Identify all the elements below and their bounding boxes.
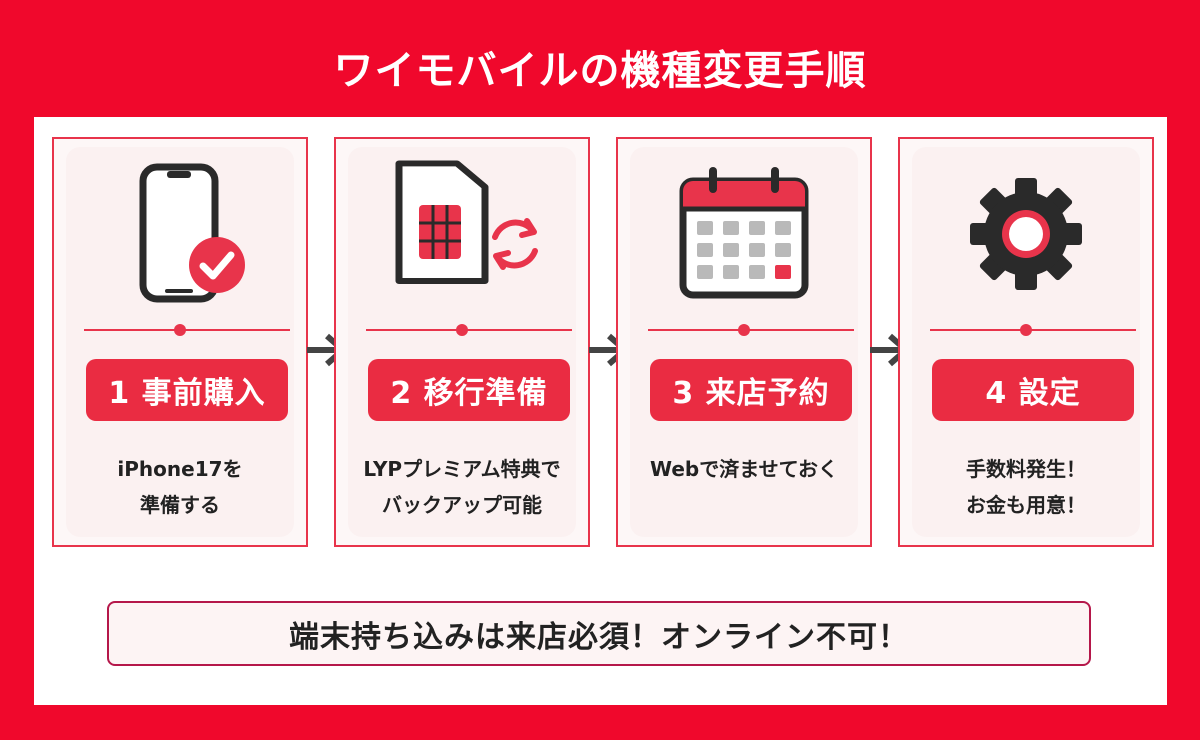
- step-desc-4: 手数料発生！ お金も用意！: [900, 451, 1152, 523]
- step-dot: [174, 324, 186, 336]
- step-desc-line: 手数料発生！: [966, 457, 1086, 481]
- phone-check-icon: [54, 159, 306, 309]
- step-label-2: 2 移行準備: [368, 359, 570, 421]
- step-card-3: 3 来店予約 Webで済ませておく: [616, 137, 872, 547]
- step-card-1: 1 事前購入 iPhone17を 準備する: [52, 137, 308, 547]
- step-desc-line: Webで済ませておく: [649, 457, 839, 481]
- step-label-1: 1 事前購入: [86, 359, 288, 421]
- notice-banner: 端末持ち込みは来店必須！オンライン不可！: [107, 601, 1091, 666]
- step-divider: [366, 329, 572, 331]
- step-divider: [84, 329, 290, 331]
- step-desc-line: iPhone17を: [117, 457, 243, 481]
- step-desc-line: LYPプレミアム特典で: [363, 457, 561, 481]
- step-desc-line: バックアップ可能: [382, 493, 542, 517]
- step-dot: [738, 324, 750, 336]
- step-label-4: 4 設定: [932, 359, 1134, 421]
- step-desc-line: お金も用意！: [966, 493, 1086, 517]
- step-desc-line: 準備する: [140, 493, 220, 517]
- step-card-2: 2 移行準備 LYPプレミアム特典で バックアップ可能: [334, 137, 590, 547]
- step-card-4: 4 設定 手数料発生！ お金も用意！: [898, 137, 1154, 547]
- step-desc-1: iPhone17を 準備する: [54, 451, 306, 523]
- step-dot: [456, 324, 468, 336]
- step-dot: [1020, 324, 1032, 336]
- step-desc-3: Webで済ませておく: [618, 451, 870, 487]
- gear-icon: [900, 159, 1152, 309]
- page-title: ワイモバイルの機種変更手順: [333, 48, 867, 94]
- step-label-3: 3 来店予約: [650, 359, 852, 421]
- step-divider: [648, 329, 854, 331]
- sim-sync-icon: [336, 159, 588, 309]
- step-desc-2: LYPプレミアム特典で バックアップ可能: [336, 451, 588, 523]
- calendar-icon: [618, 159, 870, 309]
- step-divider: [930, 329, 1136, 331]
